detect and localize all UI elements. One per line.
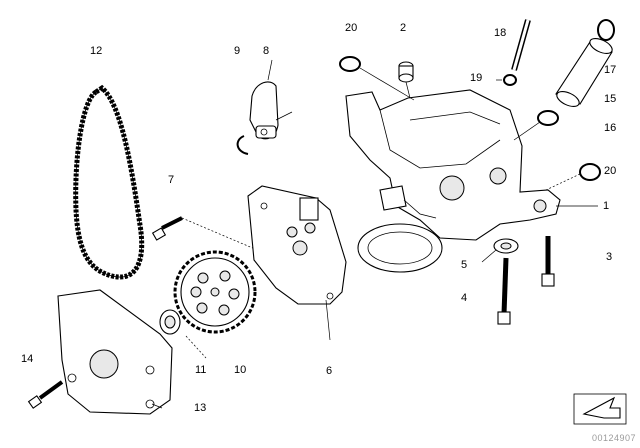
callout-3: 3 <box>606 251 613 263</box>
callout-14: 14 <box>21 353 34 365</box>
pipe-o-ring <box>537 110 559 126</box>
callout-17: 17 <box>604 64 617 76</box>
lower-timing-cover <box>57 289 173 415</box>
callout-6: 6 <box>326 365 333 377</box>
callout-8: 8 <box>263 45 270 57</box>
small-seal-ring <box>503 74 517 86</box>
spacer-bushing <box>159 309 181 335</box>
o-ring-top <box>339 56 415 101</box>
callout-19: 19 <box>470 72 483 84</box>
callout-15: 15 <box>604 93 617 105</box>
direction-arrow-icon <box>573 393 627 425</box>
circlip <box>236 135 249 155</box>
dowel-sleeve <box>398 61 414 99</box>
callout-5: 5 <box>461 259 468 271</box>
timing-chain <box>73 84 145 280</box>
callout-11: 11 <box>195 364 207 376</box>
leader-lines <box>151 59 598 409</box>
callout-2: 2 <box>400 22 407 34</box>
callout-12: 12 <box>90 45 103 57</box>
mounting-bolt <box>541 236 555 287</box>
callout-4: 4 <box>461 292 468 304</box>
callout-20-top: 20 <box>345 22 358 34</box>
callout-10: 10 <box>234 364 247 376</box>
guide-bolt <box>511 19 531 71</box>
pump-cover-plate <box>247 185 347 305</box>
oil-pump-assembly <box>345 89 561 273</box>
oil-pump-sprocket <box>173 250 257 334</box>
diagram-reference-number: 00124907 <box>592 433 637 443</box>
callout-20-right: 20 <box>604 165 617 177</box>
cover-bolt <box>27 380 64 409</box>
callout-18: 18 <box>494 27 507 39</box>
callout-1: 1 <box>603 200 610 212</box>
chain-tensioner <box>249 81 293 140</box>
small-bolt <box>151 216 263 253</box>
o-ring-lower <box>579 163 601 181</box>
long-bolt <box>497 257 511 325</box>
oil-pipe <box>555 38 613 107</box>
callout-7: 7 <box>168 174 175 186</box>
callout-13: 13 <box>194 402 207 414</box>
callout-9: 9 <box>234 45 241 57</box>
callout-16: 16 <box>604 122 617 134</box>
washer <box>493 238 519 254</box>
o-ring-right <box>597 19 615 41</box>
